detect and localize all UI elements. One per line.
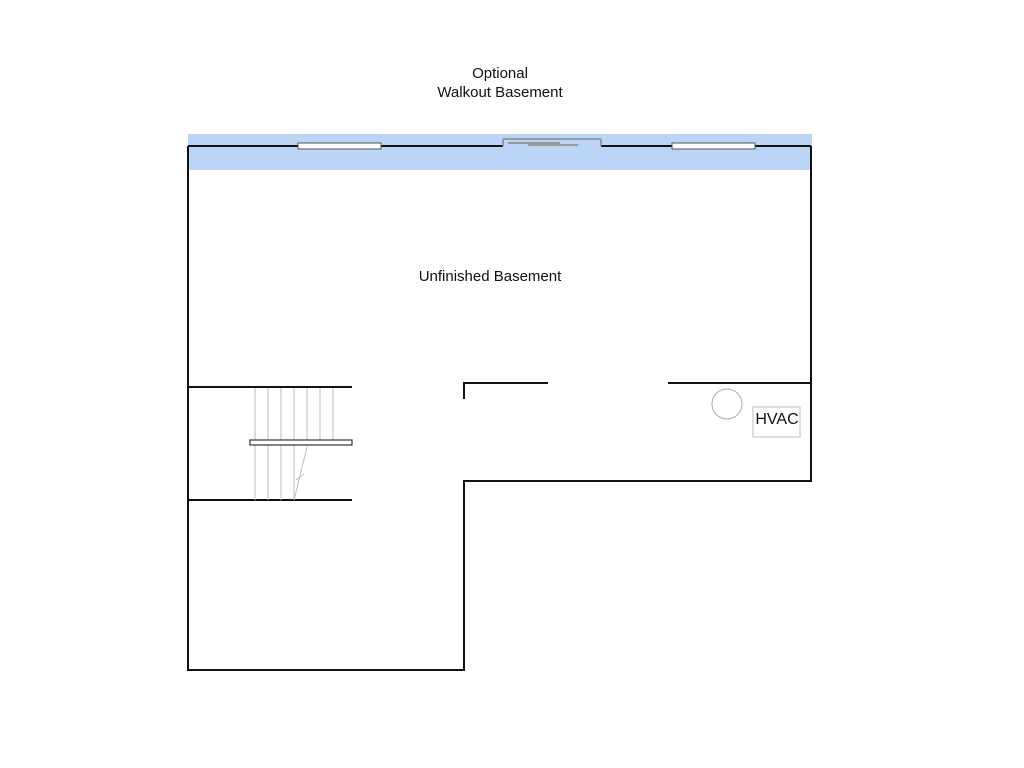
window-left [297, 142, 382, 150]
window-right [671, 142, 756, 150]
hvac-label: HVAC [755, 411, 799, 428]
optional-walkout-band [188, 134, 812, 170]
exterior-wall [187, 146, 812, 671]
water-heater-circle [711, 388, 743, 420]
hvac-box [752, 406, 801, 438]
sliding-door [502, 138, 602, 146]
title-line-1: Optional [472, 65, 528, 82]
title-line-2: Walkout Basement [437, 84, 563, 101]
stair-landing-rail [249, 439, 353, 446]
room-label-unfinished-basement: Unfinished Basement [418, 268, 562, 285]
interior-wall-center [463, 382, 548, 399]
